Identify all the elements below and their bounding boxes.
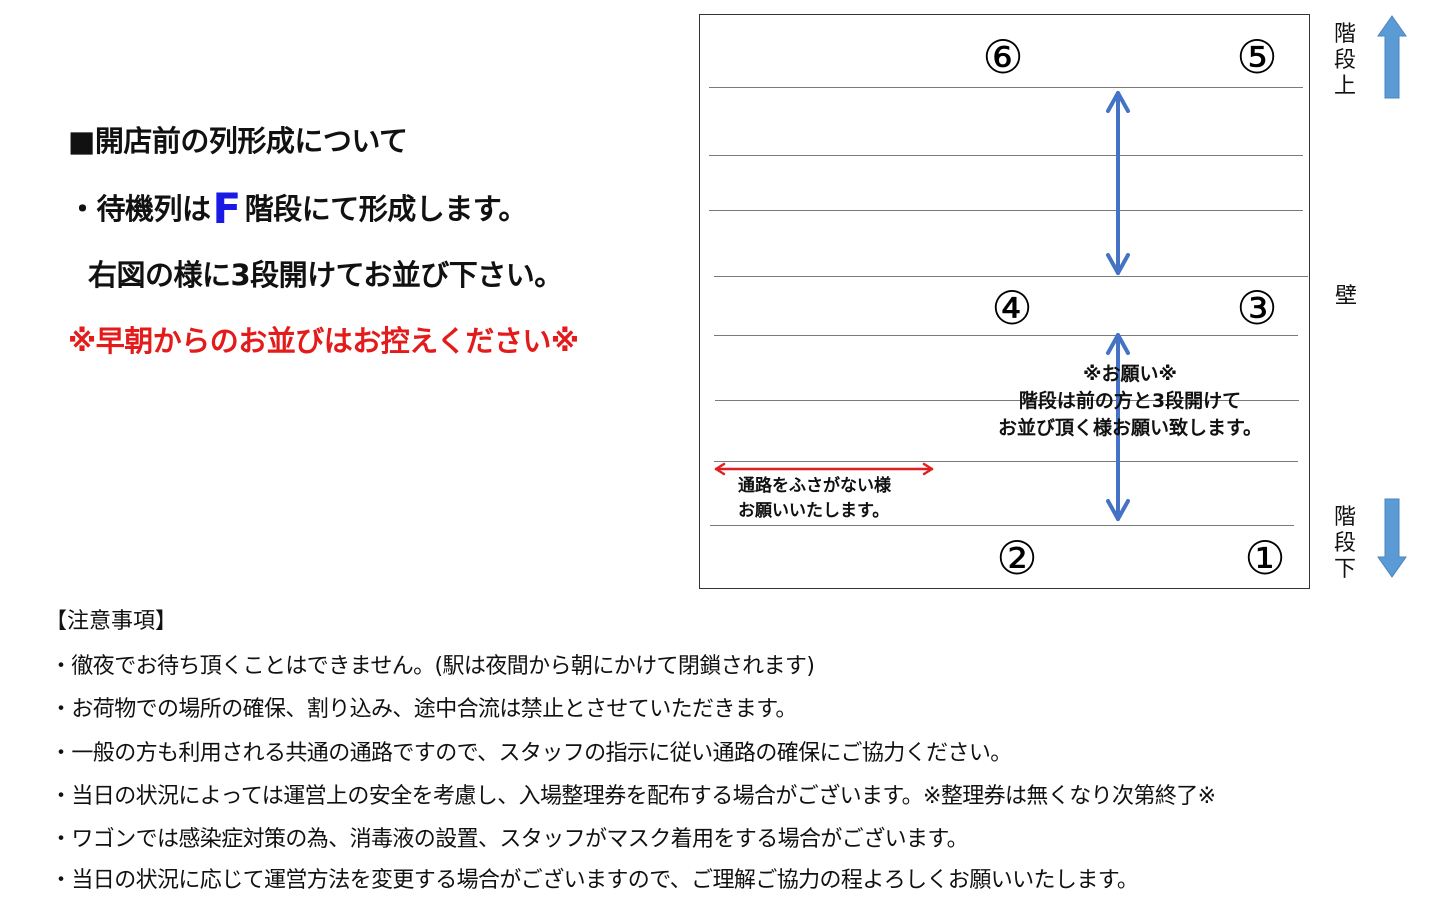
- stairs-up-char: 段: [1333, 48, 1356, 73]
- position-4-marker: ④: [991, 281, 1033, 335]
- stair-queue-diagram: ⑥ ⑤ ④ ③ ② ① ※お願い※ 階段は前の方と3段開けて お並び頂く様お願い…: [699, 14, 1310, 589]
- position-1-marker: ①: [1244, 531, 1286, 585]
- position-5-marker: ⑤: [1236, 30, 1278, 84]
- notice-item: ・当日の状況に応じて運営方法を変更する場合がございますので、ご理解ご協力の程よろ…: [50, 868, 1139, 893]
- notice-item: ・ワゴンでは感染症対策の為、消毒液の設置、スタッフがマスク着用をする場合がござい…: [50, 827, 969, 852]
- notice-item: ・当日の状況によっては運営上の安全を考慮し、入場整理券を配布する場合がございます…: [50, 784, 1216, 809]
- stair-letter-f: F: [212, 184, 242, 233]
- spacing-note-line2: 階段は前の方と3段開けて: [1018, 390, 1242, 412]
- queue-location-prefix: ・待機列は: [68, 192, 211, 226]
- stair-step-line: [714, 461, 1298, 462]
- stairs-down-label: 階 段 下: [1332, 505, 1358, 583]
- stair-step-line: [710, 525, 1294, 526]
- notice-item: ・徹夜でお待ち頂くことはできません。(駅は夜間から朝にかけて閉鎖されます): [50, 654, 815, 679]
- passage-note-line2: お願いいたします。: [738, 501, 890, 521]
- notices-title: 【注意事項】: [45, 609, 178, 634]
- stairs-up-label: 階 段 上: [1332, 22, 1358, 100]
- section-heading: ■開店前の列形成について: [68, 124, 408, 158]
- stair-step-line: [714, 335, 1298, 336]
- stairs-down-arrow-icon: [1377, 498, 1407, 578]
- spacing-note-title: ※お願い※: [1083, 363, 1177, 385]
- stairs-up-char: 階: [1333, 22, 1356, 47]
- position-6-marker: ⑥: [982, 30, 1024, 84]
- stair-step-line: [709, 155, 1303, 156]
- stairs-down-char: 下: [1333, 557, 1356, 582]
- stairs-up-arrow-icon: [1377, 15, 1407, 99]
- stairs-down-char: 階: [1333, 505, 1356, 530]
- stair-step-line: [714, 276, 1308, 277]
- stair-step-line: [709, 87, 1303, 88]
- queue-location-suffix: 階段にて形成します。: [244, 192, 528, 226]
- early-morning-warning: ※早朝からのお並びはお控えください※: [68, 324, 579, 358]
- spacing-request-note: ※お願い※ 階段は前の方と3段開けて お並び頂く様お願い致します。: [980, 361, 1280, 442]
- spacing-double-arrow-icon: [714, 91, 1130, 521]
- spacing-instruction: 右図の様に3段開けてお並び下さい。: [88, 258, 563, 292]
- stair-step-line: [709, 210, 1303, 211]
- notice-item: ・お荷物での場所の確保、割り込み、途中合流は禁止とさせていただきます。: [50, 697, 797, 722]
- wall-label: 壁: [1334, 284, 1357, 309]
- position-3-marker: ③: [1236, 281, 1278, 335]
- spacing-note-line3: お並び頂く様お願い致します。: [997, 417, 1263, 439]
- passage-note: 通路をふさがない様 お願いいたします。: [738, 474, 891, 524]
- stair-step-line: [715, 400, 1299, 401]
- stairs-up-char: 上: [1333, 74, 1356, 99]
- stairs-down-char: 段: [1333, 531, 1356, 556]
- position-2-marker: ②: [996, 531, 1038, 585]
- notice-item: ・一般の方も利用される共通の通路ですので、スタッフの指示に従い通路の確保にご協力…: [50, 741, 1012, 766]
- passage-note-line1: 通路をふさがない様: [738, 476, 891, 496]
